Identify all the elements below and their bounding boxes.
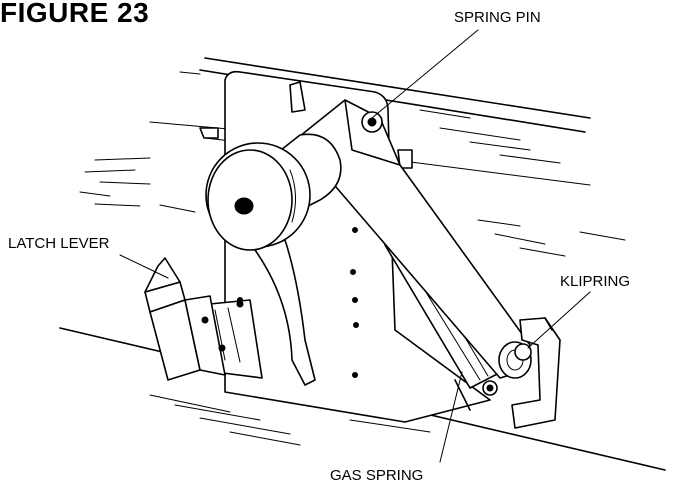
latch-lever — [144, 257, 263, 381]
leader-lines — [119, 29, 591, 463]
callout-gas-spring: GAS SPRING — [330, 467, 424, 484]
callout-spring-pin: SPRING PIN — [454, 9, 541, 26]
rail-tab-mid — [199, 127, 219, 139]
plate-holes — [230, 225, 359, 378]
callout-latch-lever: LATCH LEVER — [8, 235, 110, 252]
spring-pin — [361, 111, 383, 133]
handwheel — [205, 142, 311, 251]
surface-hatching — [79, 157, 626, 257]
callout-klipring: KLIPRING — [560, 273, 631, 290]
figure-title: FIGURE 23 — [0, 0, 150, 28]
lift-arm — [294, 99, 531, 379]
rail-tab-left — [289, 81, 306, 113]
hinge-bracket — [254, 239, 316, 386]
